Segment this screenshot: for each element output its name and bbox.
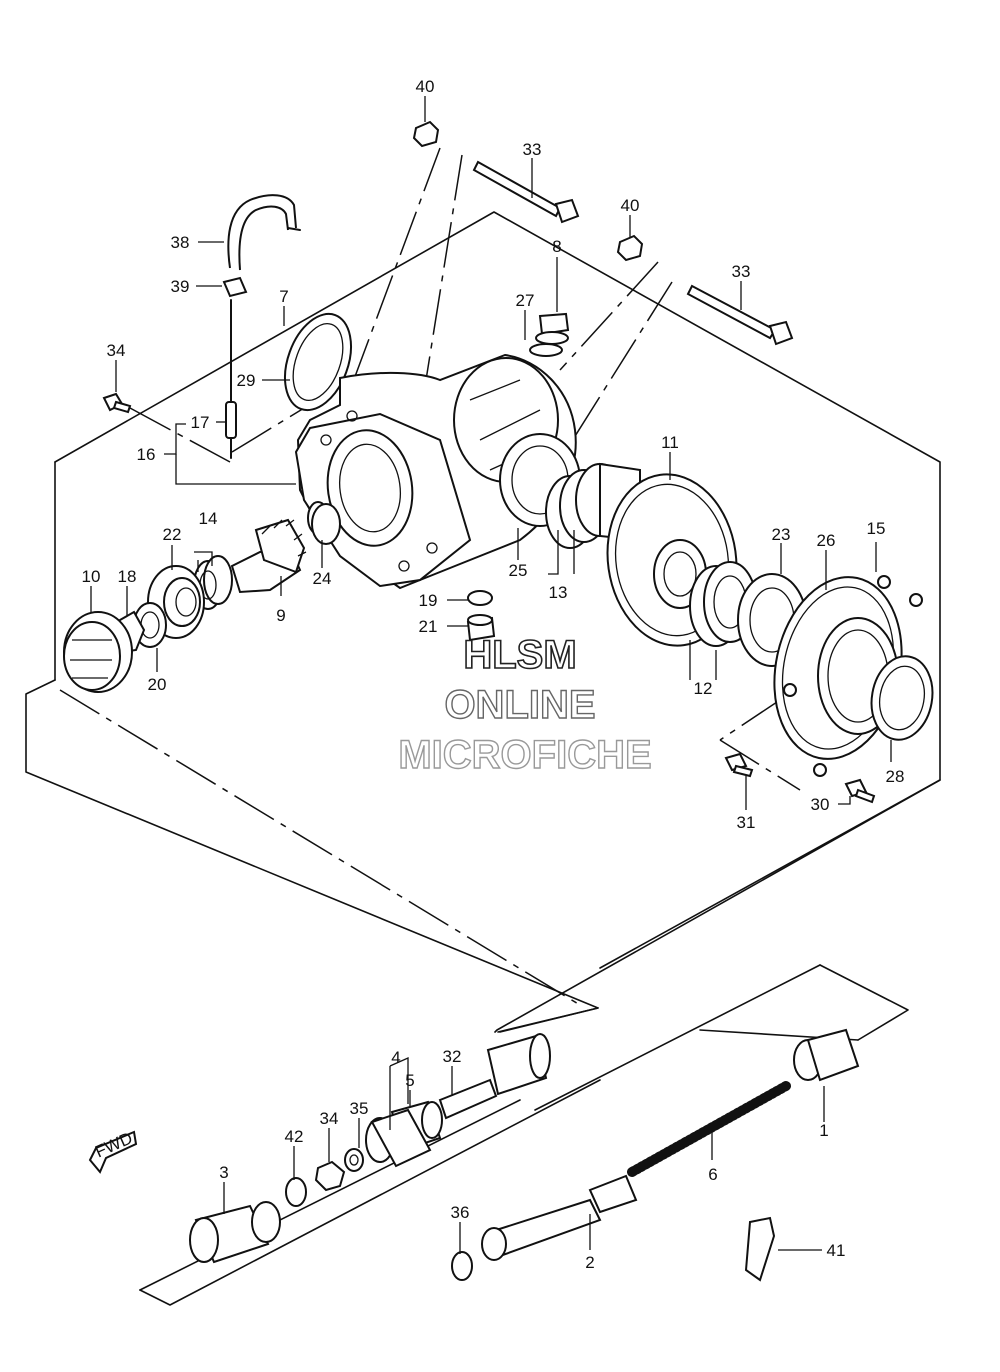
bearing-24 bbox=[311, 503, 341, 545]
label-1: 1 bbox=[819, 1121, 828, 1140]
label-9: 9 bbox=[276, 606, 285, 625]
label-33a: 33 bbox=[523, 140, 542, 159]
bolt-33-lower bbox=[686, 284, 794, 346]
label-22: 22 bbox=[163, 525, 182, 544]
washer-19 bbox=[467, 590, 493, 606]
label-33b: 33 bbox=[732, 262, 751, 281]
nut-35 bbox=[314, 1160, 346, 1192]
label-19: 19 bbox=[419, 591, 438, 610]
label-30: 30 bbox=[811, 795, 830, 814]
label-26: 26 bbox=[817, 531, 836, 550]
fwd-label: FWD bbox=[92, 1128, 135, 1161]
label-17: 17 bbox=[191, 413, 210, 432]
coupling-10 bbox=[63, 611, 133, 693]
label-13: 13 bbox=[549, 583, 568, 602]
label-15: 15 bbox=[867, 519, 886, 538]
assembly-lines bbox=[59, 147, 801, 1006]
o-ring-27 bbox=[529, 343, 563, 357]
coupling-3 bbox=[189, 1201, 281, 1264]
label-18: 18 bbox=[118, 567, 137, 586]
label-42: 42 bbox=[285, 1127, 304, 1146]
bolt-34 bbox=[102, 392, 132, 414]
fwd-arrow-icon: FWD bbox=[88, 1128, 138, 1174]
watermark-line-1: HLSM bbox=[463, 633, 576, 677]
label-10: 10 bbox=[82, 567, 101, 586]
label-41: 41 bbox=[827, 1241, 846, 1260]
part-labels: 40 33 40 33 38 39 7 8 27 34 29 17 16 11 … bbox=[82, 77, 905, 1272]
label-27: 27 bbox=[516, 291, 535, 310]
label-40b: 40 bbox=[621, 196, 640, 215]
label-37: 36 bbox=[451, 1203, 470, 1222]
propeller-shaft-2 bbox=[481, 1174, 638, 1261]
label-34: 34 bbox=[107, 341, 126, 360]
label-7: 7 bbox=[279, 287, 288, 306]
lower-enclosure bbox=[139, 964, 909, 1306]
oil-seal-29 bbox=[284, 312, 352, 412]
label-40a: 40 bbox=[416, 77, 435, 96]
boot-1 bbox=[793, 1028, 860, 1082]
breather-hose bbox=[227, 194, 301, 271]
label-11: 11 bbox=[661, 433, 679, 452]
bolt-30 bbox=[844, 778, 876, 804]
label-4: 4 bbox=[391, 1048, 400, 1067]
label-21: 21 bbox=[419, 617, 438, 636]
hose-clamp bbox=[222, 276, 248, 298]
watermark-line-3: MICROFICHE bbox=[398, 733, 651, 777]
label-31: 31 bbox=[737, 813, 756, 832]
oil-seal-28 bbox=[870, 655, 934, 741]
label-23: 23 bbox=[772, 525, 791, 544]
o-ring-42 bbox=[285, 1177, 307, 1207]
label-6: 6 bbox=[708, 1165, 717, 1184]
label-12: 12 bbox=[694, 679, 713, 698]
washer-36 bbox=[344, 1148, 364, 1172]
label-35: 34 bbox=[320, 1109, 339, 1128]
nut-40-lower bbox=[616, 234, 644, 262]
label-8: 8 bbox=[552, 237, 561, 256]
label-14: 14 bbox=[199, 509, 218, 528]
leader-lines bbox=[90, 96, 892, 1254]
bolt-31 bbox=[724, 752, 754, 778]
label-28: 28 bbox=[886, 767, 905, 786]
joint-4 bbox=[365, 1108, 432, 1168]
bolt-33-upper bbox=[472, 160, 580, 224]
label-25: 25 bbox=[509, 561, 528, 580]
gear-case bbox=[294, 353, 577, 590]
filler-plug bbox=[535, 312, 570, 345]
stud bbox=[225, 299, 237, 459]
label-29: 29 bbox=[237, 371, 256, 390]
clamp-41 bbox=[744, 1216, 776, 1282]
upper-enclosure bbox=[25, 211, 941, 1033]
label-5: 5 bbox=[405, 1071, 414, 1090]
label-16: 16 bbox=[137, 445, 156, 464]
o-ring-37 bbox=[451, 1251, 473, 1281]
label-39: 39 bbox=[171, 277, 190, 296]
joint-32 bbox=[438, 1033, 551, 1120]
label-2: 2 bbox=[585, 1253, 594, 1272]
nut-40-upper bbox=[412, 120, 440, 148]
label-32: 32 bbox=[443, 1047, 462, 1066]
label-24: 24 bbox=[313, 569, 332, 588]
label-36: 35 bbox=[350, 1099, 369, 1118]
drain-plug-21 bbox=[466, 614, 496, 642]
spring-6 bbox=[627, 1081, 791, 1177]
label-20: 20 bbox=[148, 675, 167, 694]
watermark: HLSM ONLINE MICROFICHE bbox=[398, 632, 653, 778]
label-3: 3 bbox=[219, 1163, 228, 1182]
label-38: 38 bbox=[171, 233, 190, 252]
watermark-line-2: ONLINE bbox=[444, 683, 595, 727]
